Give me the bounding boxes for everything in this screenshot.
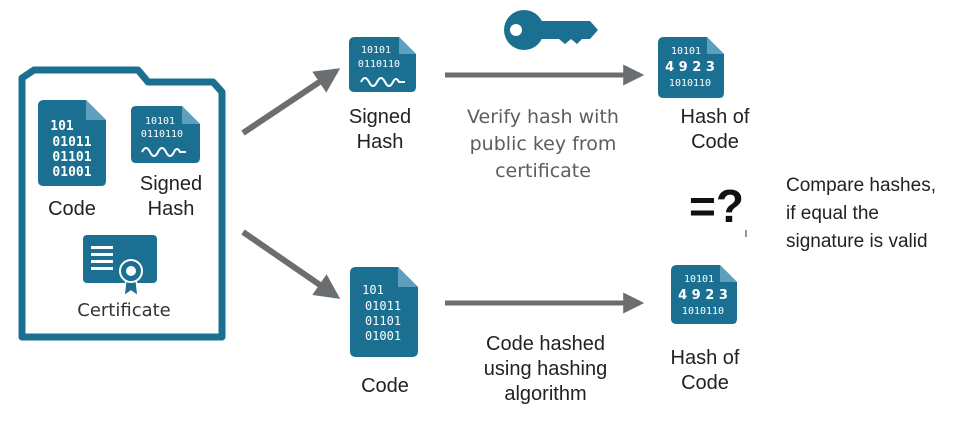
arrow-folder-to-signed-hash <box>241 68 341 136</box>
bottom-code-label: Code <box>361 375 409 397</box>
code-document-icon: 101 01011 01101 01001 <box>38 100 106 186</box>
code-hashed-text: Code hashed using hashing algorithm <box>483 333 608 405</box>
top-hash-line: 10101 <box>671 46 701 57</box>
top-hash-document-icon: 10101 4 9 2 3 1010110 <box>658 37 724 98</box>
top-hash-of-code-label: Hash of Code <box>680 106 750 153</box>
bottom-code-document-icon: 101 01011 01101 01001 <box>350 267 418 357</box>
verify-hash-text: Verify hash with public key from certifi… <box>467 106 619 182</box>
folder-code-line: 01011 <box>52 135 91 150</box>
certificate-icon <box>83 235 157 298</box>
bottom-hash-document-icon: 10101 4 9 2 3 1010110 <box>671 265 737 324</box>
folder-code-label: Code <box>48 198 96 220</box>
certificate-label: Certificate <box>77 300 171 321</box>
folder-code-line: 01101 <box>52 150 91 165</box>
equals-question-symbol: =? <box>689 180 744 232</box>
key-icon <box>504 10 598 50</box>
top-hash-line: 1010110 <box>669 78 711 89</box>
bottom-code-line: 01101 <box>365 314 401 328</box>
top-signed-line: 0110110 <box>358 59 400 70</box>
folder-signed-line: 0110110 <box>141 129 183 140</box>
top-hash-line: 4 9 2 3 <box>665 60 715 75</box>
bottom-code-line: 01011 <box>365 299 401 313</box>
signature-squiggle <box>141 147 186 157</box>
arrow-folder-to-code <box>241 229 341 299</box>
compare-hashes-text: Compare hashes, if equal the signature i… <box>786 175 936 252</box>
folder-icon <box>18 66 226 341</box>
top-signed-line: 10101 <box>361 45 391 56</box>
folder-signed-hash-label: Signed Hash <box>139 173 203 220</box>
folder-code-line: 101 <box>50 119 74 134</box>
folder-code-line: 01001 <box>52 165 91 180</box>
signed-hash-document-icon: 10101 0110110 <box>131 106 200 163</box>
bottom-hash-of-code-label: Hash of Code <box>670 347 740 394</box>
bottom-code-line: 101 <box>362 283 384 297</box>
top-signed-hash-label: Signed Hash <box>348 106 412 153</box>
bottom-hash-line: 1010110 <box>682 306 724 317</box>
bottom-hash-line: 4 9 2 3 <box>678 288 728 303</box>
top-signed-hash-icon: 10101 0110110 <box>349 37 416 92</box>
signature-squiggle <box>360 77 405 87</box>
bottom-code-line: 01001 <box>365 329 401 343</box>
folder-signed-line: 10101 <box>145 116 175 127</box>
bottom-hash-line: 10101 <box>684 274 714 285</box>
